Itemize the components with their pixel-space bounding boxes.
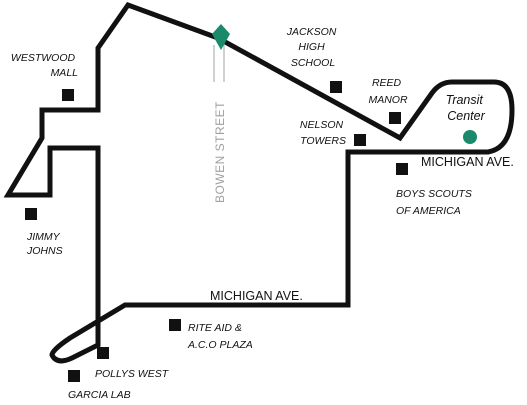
stop-marker-westwood-mall bbox=[62, 89, 74, 101]
garcia-lab-label: GARCIA LAB bbox=[68, 389, 131, 401]
stop-marker-boys-scouts bbox=[396, 163, 408, 175]
jimmy-johns-label: JIMMY JOHNS bbox=[26, 231, 63, 257]
reed-manor-label: REED MANOR bbox=[368, 77, 408, 106]
transit-center-label: Transit Center bbox=[446, 93, 487, 123]
pollys-west-label: POLLYS WEST bbox=[95, 368, 170, 380]
stop-marker-pollys-west bbox=[97, 347, 109, 359]
green-diamond-pin-icon bbox=[212, 24, 230, 50]
stop-marker-jackson-high-school bbox=[330, 81, 342, 93]
jackson-high-school-label: JACKSON HIGH SCHOOL bbox=[286, 26, 340, 69]
bus-route-line bbox=[3, 1, 515, 364]
stop-marker-garcia-lab bbox=[68, 370, 80, 382]
michigan-ave-label-lower: MICHIGAN AVE. bbox=[210, 289, 303, 303]
michigan-ave-label-upper: MICHIGAN AVE. bbox=[421, 155, 514, 169]
stop-marker-nelson-towers bbox=[354, 134, 366, 146]
stop-marker-rite-aid bbox=[169, 319, 181, 331]
stop-marker-jimmy-johns bbox=[25, 208, 37, 220]
green-circle-icon bbox=[463, 130, 477, 144]
rite-aid-label: RITE AID & A.C.O PLAZA bbox=[187, 322, 253, 351]
westwood-mall-label: WESTWOOD MALL bbox=[11, 52, 78, 79]
boys-scouts-label: BOYS SCOUTS OF AMERICA bbox=[396, 188, 475, 217]
bowen-street-label: BOWEN STREET bbox=[213, 101, 227, 203]
nelson-towers-label: NELSON TOWERS bbox=[300, 119, 346, 147]
stop-marker-reed-manor bbox=[389, 112, 401, 124]
